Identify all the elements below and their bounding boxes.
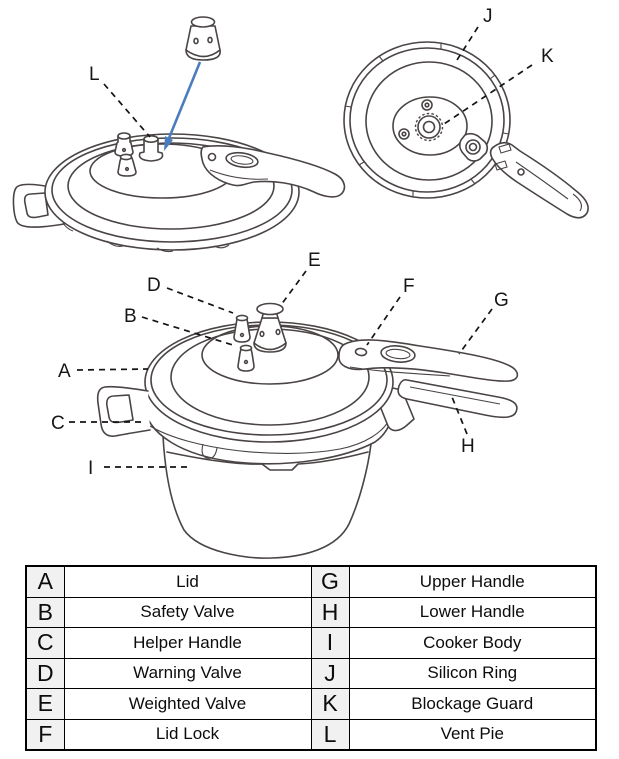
- lid-handle: [200, 145, 346, 198]
- part-name: Silicon Ring: [348, 657, 597, 689]
- part-key: L: [310, 718, 350, 751]
- callout-letter-L: L: [89, 64, 100, 85]
- parts-table: A Lid G Upper Handle B Safety Valve H Lo…: [25, 565, 597, 751]
- table-row: D Warning Valve J Silicon Ring: [25, 657, 597, 689]
- part-key: D: [25, 657, 65, 689]
- part-name: Warning Valve: [63, 657, 312, 689]
- pressure-cooker-parts-diagram: L: [12, 6, 589, 559]
- cooker-assembled-view: A B C D E F G H I: [51, 250, 519, 559]
- part-name: Lid: [63, 565, 312, 598]
- callout-letter-G: G: [494, 290, 509, 311]
- part-name: Cooker Body: [348, 627, 597, 659]
- lower-handle: [376, 378, 518, 432]
- callout-line-K: [440, 64, 533, 127]
- part-key: H: [310, 596, 350, 628]
- part-name: Safety Valve: [63, 596, 312, 628]
- table-row: B Safety Valve H Lower Handle: [25, 596, 597, 628]
- callout-line-L: [103, 83, 151, 138]
- part-name: Helper Handle: [63, 627, 312, 659]
- callout-letter-I: I: [88, 458, 93, 479]
- part-name: Lid Lock: [63, 718, 312, 751]
- callout-line-B: [141, 316, 237, 347]
- lid-top-view: L: [12, 16, 346, 253]
- callout-letter-J: J: [483, 6, 493, 27]
- upper-handle: [338, 339, 519, 382]
- placement-arrow: [164, 61, 202, 151]
- callout-line-H: [451, 396, 468, 435]
- helper-handle: [96, 385, 151, 437]
- part-key: B: [25, 596, 65, 628]
- callout-letter-K: K: [541, 46, 554, 67]
- callout-line-A: [76, 368, 149, 371]
- warning-valve: [233, 314, 251, 343]
- part-name: Lower Handle: [348, 596, 597, 628]
- callout-letter-B: B: [124, 306, 137, 327]
- lid-lock-pin: [458, 132, 489, 162]
- part-name: Vent Pie: [348, 718, 597, 751]
- part-key: A: [25, 565, 65, 598]
- part-key: C: [25, 627, 65, 659]
- callout-letter-A: A: [58, 361, 71, 382]
- callout-letter-H: H: [461, 436, 475, 457]
- part-key: K: [310, 688, 350, 720]
- part-name: Weighted Valve: [63, 688, 312, 720]
- part-name: Blockage Guard: [348, 688, 597, 720]
- table-row: C Helper Handle I Cooker Body: [25, 627, 597, 659]
- part-key: E: [25, 688, 65, 720]
- callout-letter-C: C: [51, 413, 65, 434]
- lid-screws: [398, 99, 433, 140]
- callout-letter-E: E: [308, 250, 321, 271]
- weighted-valve-detached: [185, 16, 221, 61]
- safety-valve: [237, 344, 255, 372]
- weighted-valve: [253, 302, 287, 353]
- silicon-ring: [365, 61, 493, 181]
- callout-letter-D: D: [147, 275, 161, 296]
- callout-line-E: [280, 270, 307, 306]
- part-key: F: [25, 718, 65, 751]
- underside-handle: [489, 141, 589, 219]
- part-name: Upper Handle: [348, 565, 597, 598]
- lid-lock-button: [354, 347, 368, 357]
- lid-lock-slot: [380, 345, 416, 363]
- part-key: J: [310, 657, 350, 689]
- vent-pipe: [138, 135, 164, 162]
- lid-warning-valve: [114, 132, 134, 157]
- callout-letter-F: F: [403, 276, 415, 297]
- callout-line-F: [366, 296, 401, 346]
- table-row: F Lid Lock L Vent Pie: [25, 718, 597, 751]
- callout-line-G: [458, 308, 493, 355]
- lid-safety-valve: [117, 153, 137, 177]
- table-row: A Lid G Upper Handle: [25, 565, 597, 598]
- part-key: G: [310, 565, 350, 598]
- part-key: I: [310, 627, 350, 659]
- lid-underside-view: J K: [343, 6, 589, 219]
- blockage-guard: [414, 112, 444, 142]
- table-row: E Weighted Valve K Blockage Guard: [25, 688, 597, 720]
- callout-line-D: [166, 287, 234, 314]
